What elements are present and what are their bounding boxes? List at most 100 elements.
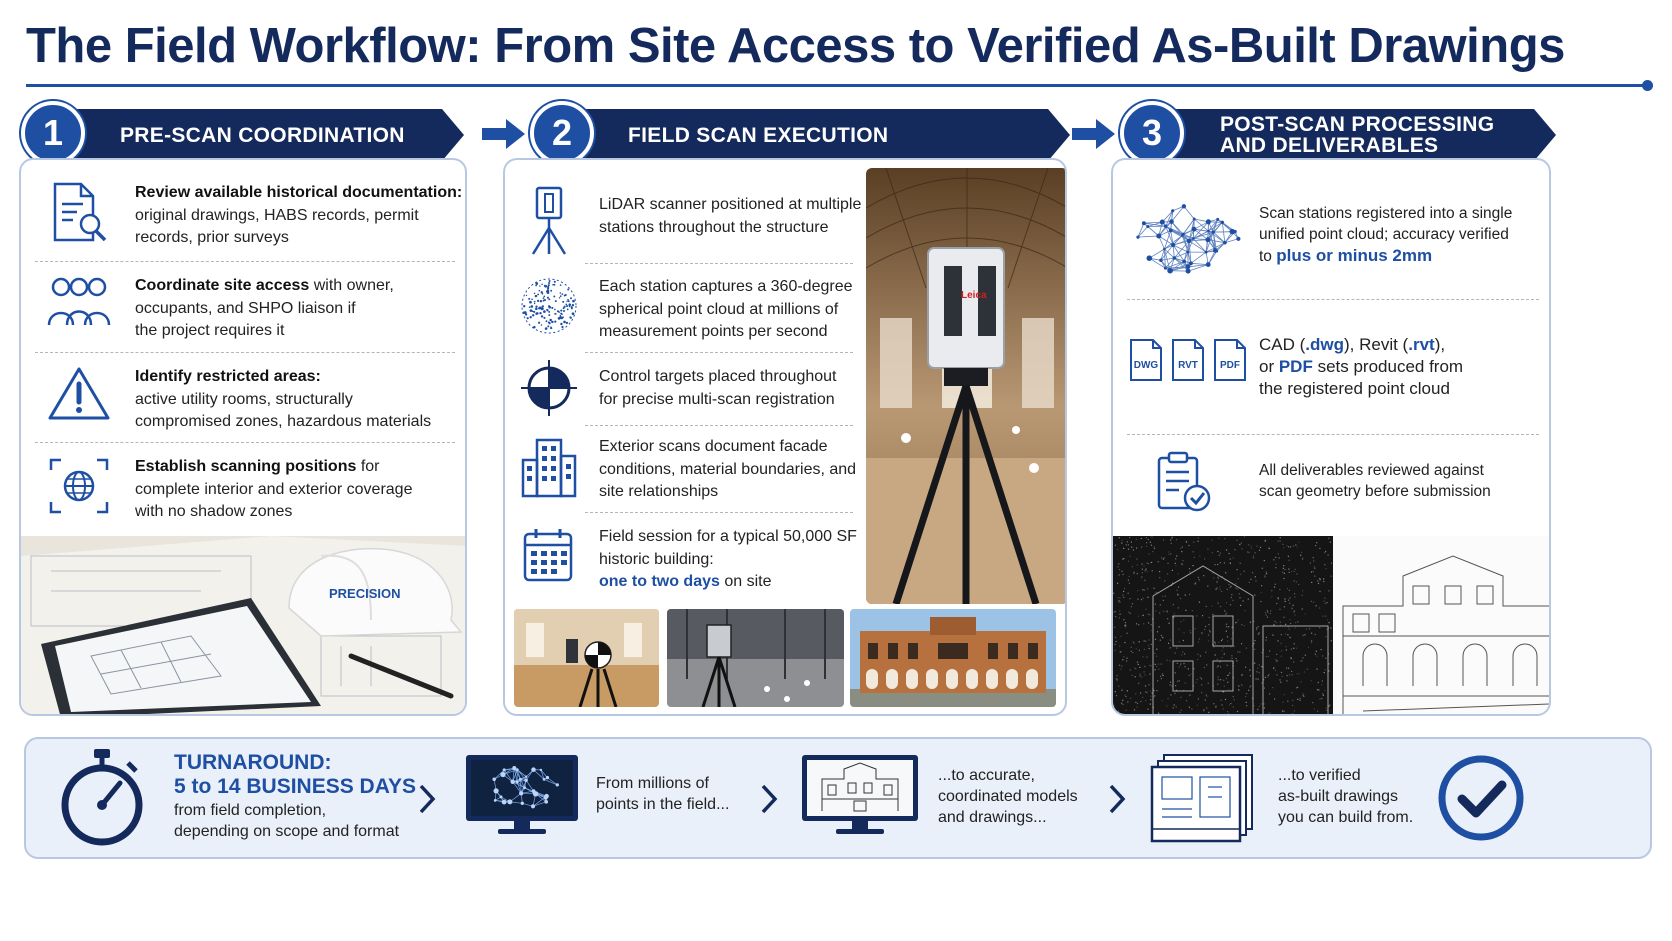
turnaround-sub: from field completion, depending on scop… [174, 800, 399, 842]
separator [1127, 434, 1539, 435]
coordination-item-line1: with owner, [309, 277, 394, 294]
coordination-item-line2: active utility rooms, structurally [135, 390, 353, 408]
separator [35, 442, 455, 443]
chevron-right-icon [419, 784, 436, 814]
execution-item: Control targets placed throughout for pr… [519, 360, 836, 416]
stopwatch-icon [61, 749, 143, 846]
warning-icon [48, 367, 110, 420]
deliverables-panel: Scan stations registered into a single u… [1111, 158, 1551, 716]
drawings-line1: ...to verified [1278, 767, 1361, 784]
coordination-item: Coordinate site access with owner, occup… [47, 275, 394, 343]
turnaround-sub1: from field completion, [174, 802, 327, 819]
models-line3: and drawings... [938, 809, 1047, 826]
accuracy-highlight: plus or minus 2mm [1276, 246, 1433, 265]
execution-item: Field session for a typical 50,000 SF hi… [519, 526, 857, 594]
dwg-label: DWG [1134, 360, 1159, 371]
point-cloud-sphere-icon [521, 278, 577, 334]
execution-item-line3: measurement points per second [599, 323, 828, 340]
scanner-hall-photo: Leica [866, 168, 1065, 604]
execution-item-line1: LiDAR scanner positioned at multiple [599, 196, 862, 213]
drawings-caption: ...to verified as-built drawings you can… [1278, 765, 1413, 828]
coordination-item-bold: Identify restricted areas: [135, 368, 321, 385]
execution-item-highlight: one to two days [599, 573, 720, 590]
execution-item: Exterior scans document facade condition… [519, 436, 856, 504]
execution-item-line1: Control targets placed throughout [599, 368, 837, 385]
models-line1: ...to accurate, [938, 767, 1035, 784]
execution-item-line1: Each station captures a 360-degree [599, 278, 853, 295]
control-target-icon [521, 360, 577, 416]
pointcloud-speckle [1113, 536, 1333, 714]
pointcloud-to-drawing-image [1113, 536, 1549, 714]
lidar-scanner-icon [531, 186, 567, 255]
monitor-pointcloud-icon [466, 755, 578, 834]
monitor-building-icon [802, 755, 918, 834]
formats-text-or: or [1259, 357, 1279, 376]
separator [585, 352, 853, 353]
people-icon [47, 277, 111, 326]
chevron-right-icon [761, 784, 778, 814]
execution-item-line2: historic building: [599, 550, 714, 568]
execution-item-line3: on site [719, 573, 772, 590]
sphere-dots [522, 279, 575, 330]
coordination-item-line1: for [356, 458, 380, 475]
pdf-file-icon: PDF [1214, 339, 1246, 381]
deliverable-item: All deliverables reviewed against scan g… [1153, 450, 1491, 514]
execution-item: LiDAR scanner positioned at multiple sta… [519, 186, 861, 258]
pdf-highlight: PDF [1278, 357, 1313, 376]
coordination-item: Identify restricted areas: active utilit… [47, 366, 431, 434]
coordination-panel: Review available historical documentatio… [19, 158, 467, 716]
execution-item-line2: conditions, material boundaries, and [599, 460, 857, 478]
hardhat-tablet-photo: PRECISION [21, 536, 465, 714]
execution-item-line2: for precise multi-scan registration [599, 390, 835, 408]
step-2-title: FIELD SCAN EXECUTION [628, 123, 889, 147]
calendar-icon [523, 529, 573, 582]
separator [1127, 299, 1539, 300]
coordination-item-line2: complete interior and exterior coverage [135, 480, 413, 498]
review-line2: scan geometry before submission [1259, 483, 1491, 500]
coordination-item-line3: the project requires it [135, 322, 285, 339]
turnaround-sub2: depending on scope and format [174, 823, 400, 840]
separator [585, 263, 853, 264]
review-line1: All deliverables reviewed against [1259, 462, 1484, 479]
models-caption: ...to accurate, coordinated models and d… [938, 765, 1078, 828]
execution-item: Each station captures a 360-degree spher… [519, 276, 853, 344]
step-1-title: PRE-SCAN COORDINATION [120, 123, 405, 147]
warehouse-scan-thumbnail [667, 609, 844, 707]
dwg-highlight: .dwg [1305, 335, 1344, 354]
step-3-title-line1: POST-SCAN PROCESSING [1220, 113, 1495, 136]
pdf-label: PDF [1220, 360, 1240, 371]
points-line2: points in the field... [596, 796, 730, 813]
check-circle-icon [1438, 755, 1524, 841]
flow-arrow-2-icon [1072, 119, 1115, 149]
execution-item-line1: Field session for a typical 50,000 SF [599, 528, 857, 545]
scan-target-icon [49, 458, 109, 514]
drawings-line3: you can build from. [1278, 809, 1414, 826]
step-1-banner: PRE-SCAN COORDINATION [52, 109, 464, 161]
models-line2: coordinated models [938, 788, 1078, 805]
formats-text-a: CAD ( [1259, 335, 1306, 354]
points-line1: From millions of [596, 775, 709, 792]
execution-item-line3: site relationships [599, 483, 719, 500]
formats-text-e: ), [1434, 335, 1446, 354]
deliverable-line2: unified point cloud; accuracy verified [1259, 226, 1509, 243]
file-format-icons: DWG RVT PDF [1129, 332, 1257, 388]
execution-item-line2: spherical point cloud at millions of [599, 300, 839, 318]
flow-arrow-1-icon [482, 119, 525, 149]
separator [35, 261, 455, 262]
turnaround-line1: TURNAROUND: [174, 751, 332, 774]
execution-item-line2: stations throughout the structure [599, 218, 829, 236]
formats-text-c: ), Revit ( [1344, 335, 1409, 354]
deliverable-line3: to [1259, 248, 1277, 265]
deliverable-line1: Scan stations registered into a single [1259, 205, 1513, 222]
turnaround-bar: TURNAROUND: 5 to 14 BUSINESS DAYS from f… [24, 737, 1652, 859]
coordination-item-bold: Establish scanning positions [135, 458, 357, 475]
drawing-sheets-icon [1150, 754, 1253, 843]
coordination-item: Review available historical documentatio… [47, 182, 462, 250]
coordination-item: Establish scanning positions for complet… [47, 456, 412, 524]
coordination-item-line3: records, prior surveys [135, 229, 289, 246]
turnaround-days: 5 to 14 BUSINESS DAYS [174, 775, 416, 798]
separator [35, 352, 455, 353]
hardhat-label: PRECISION [329, 586, 401, 601]
scanner-brand: Leica [961, 290, 987, 301]
separator [585, 512, 853, 513]
